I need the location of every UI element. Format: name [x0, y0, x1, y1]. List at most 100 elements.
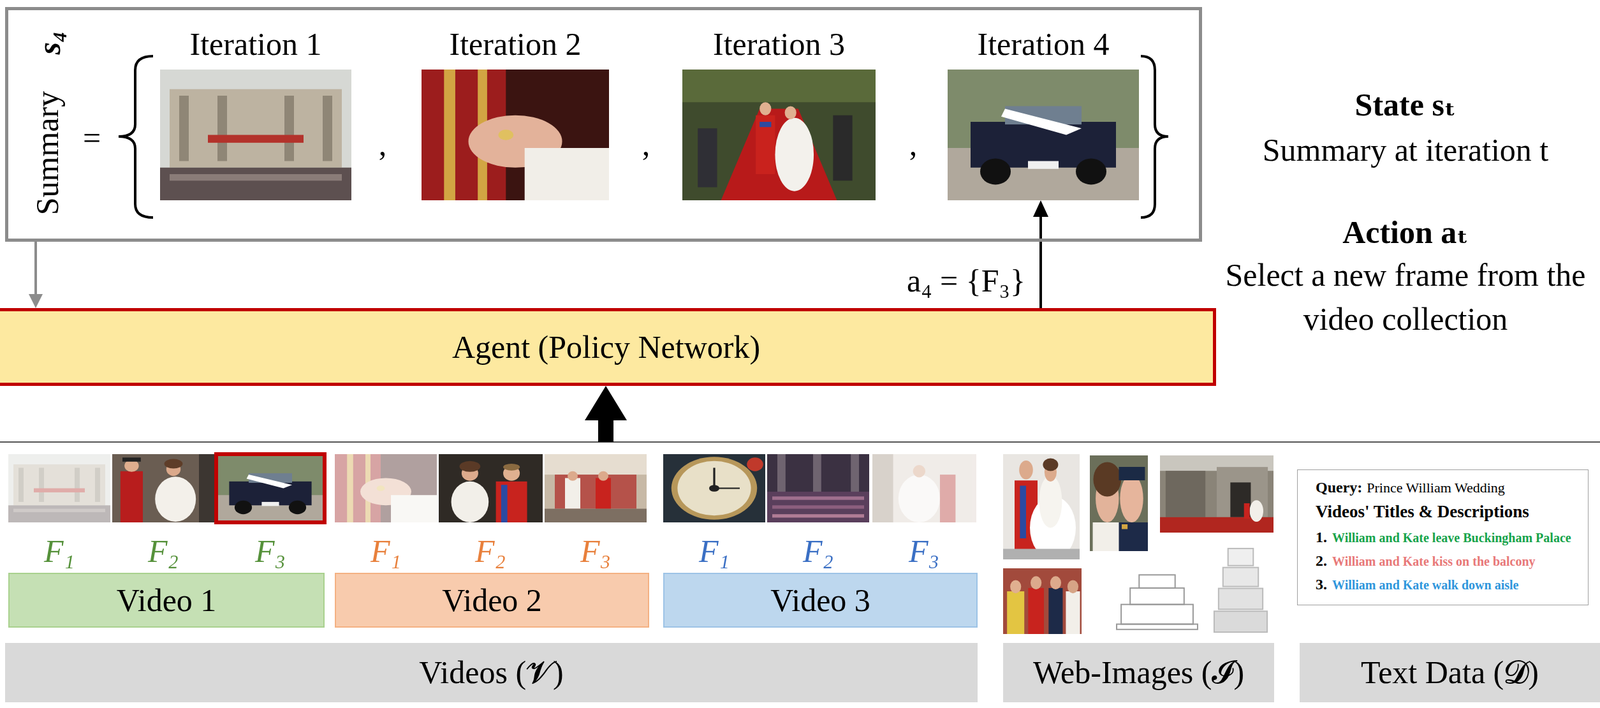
photo-shape [501, 484, 508, 523]
photo-shape [8, 505, 111, 523]
video-frame [334, 454, 437, 523]
photo-shape [1001, 109, 1082, 136]
photo-shape [234, 500, 252, 514]
photo-shape [1027, 587, 1044, 634]
photo-shape [1159, 455, 1274, 533]
photo-shape [1214, 610, 1268, 632]
photo-shape [1228, 548, 1254, 566]
photo-shape [1119, 522, 1149, 551]
web-images-band: Web-Images (𝓘) [1003, 642, 1275, 703]
photo-shape [1209, 540, 1273, 636]
photo-shape [33, 488, 85, 493]
photo-shape [112, 454, 215, 523]
photo-shape [322, 95, 333, 162]
text-row: 3.William and Kate walk down aisle [1315, 575, 1581, 600]
photo-shape [1093, 522, 1123, 551]
photo-shape [1019, 485, 1027, 539]
video-frame [663, 454, 766, 523]
video-box: Video 1 [8, 572, 325, 628]
photo-shape [1119, 474, 1143, 523]
frame-label: F₃ [580, 532, 611, 570]
photo-shape [755, 115, 775, 175]
input-arrow [598, 410, 614, 442]
photo-shape [1089, 455, 1148, 551]
photo-shape [697, 128, 717, 187]
list-number: 3. [1315, 575, 1333, 594]
photo-shape [832, 115, 852, 182]
photo-shape [772, 513, 865, 518]
photo-shape [346, 454, 354, 523]
photo-shape [1003, 454, 1080, 560]
photo-shape [1116, 624, 1198, 630]
frame-label: F₂ [147, 532, 179, 570]
photo-shape [774, 117, 814, 192]
action-heading: Action aₜ [1342, 212, 1469, 251]
iteration-label: Iteration 3 [682, 26, 876, 62]
divider-line [0, 441, 1600, 443]
state-heading: State sₜ [1355, 85, 1457, 124]
feedback-arrow [34, 241, 37, 299]
frame-label: F₃ [908, 532, 940, 570]
photo-shape [598, 471, 609, 481]
photo-shape [898, 474, 940, 523]
web-image [1159, 455, 1274, 533]
summary-symbol: s₄ [30, 31, 68, 55]
photo-shape [759, 102, 771, 116]
photo-shape [169, 174, 342, 181]
photo-shape [261, 501, 279, 506]
photo-shape [217, 95, 228, 162]
photo-shape [1249, 499, 1264, 522]
video-frame [216, 454, 325, 523]
photo-shape [1067, 580, 1079, 594]
query-value: Prince William Wedding [1366, 479, 1505, 497]
photo-shape [160, 167, 352, 201]
video-frame [438, 454, 543, 523]
photo-shape [95, 467, 101, 502]
list-heading: Videos' Titles & Descriptions [1315, 501, 1530, 522]
photo-shape [663, 454, 766, 523]
photo-shape [682, 69, 876, 103]
selected-frame-highlight [216, 454, 325, 523]
photo-shape [1223, 567, 1259, 587]
photo-shape [179, 95, 189, 162]
photo-shape [554, 474, 637, 509]
agent-label: Agent (Policy Network) [452, 328, 761, 366]
iteration-label: Iteration 4 [947, 26, 1139, 62]
web-image [1112, 568, 1203, 634]
photo-shape [1027, 161, 1059, 169]
photo-shape [160, 69, 352, 201]
frame-label: F₁ [698, 532, 730, 570]
action-arrow [1039, 211, 1043, 309]
separator: , [909, 125, 918, 163]
photo-shape [122, 457, 141, 462]
photo-shape [772, 505, 865, 509]
iteration-label: Iteration 1 [160, 26, 352, 62]
photo-shape [503, 463, 520, 471]
summary-panel: Summarys₄Iteration 1Iteration 2Iteration… [5, 7, 1203, 242]
frame-label: F₃ [255, 532, 286, 570]
photo-shape [544, 454, 647, 523]
summary-frame [682, 69, 876, 201]
photo-shape [980, 158, 1011, 185]
photo-shape [767, 491, 870, 523]
list-item: William and Kate walk down aisle [1332, 577, 1519, 593]
photo-shape [498, 129, 514, 140]
agent-box: Agent (Policy Network) [0, 308, 1217, 386]
photo-shape [682, 69, 876, 201]
photo-shape [677, 461, 751, 516]
query-key: Query: [1315, 478, 1363, 497]
photo-shape [1130, 587, 1185, 605]
photo-shape [813, 454, 822, 495]
text-data-panel: Text Data (𝓓)Query:Prince William Weddin… [1294, 441, 1600, 708]
photo-shape [1223, 567, 1259, 587]
web-images-panel: Web-Images (𝓘) [994, 441, 1282, 708]
photo-shape [1042, 458, 1058, 472]
photo-shape [164, 458, 184, 469]
photo-shape [443, 69, 456, 201]
text-data-box: Query:Prince William WeddingVideos' Titl… [1297, 469, 1589, 606]
frame-label: F₂ [475, 532, 506, 570]
photo-shape [759, 121, 771, 127]
text-row: Videos' Titles & Descriptions [1315, 501, 1581, 529]
photo-shape [872, 454, 977, 523]
